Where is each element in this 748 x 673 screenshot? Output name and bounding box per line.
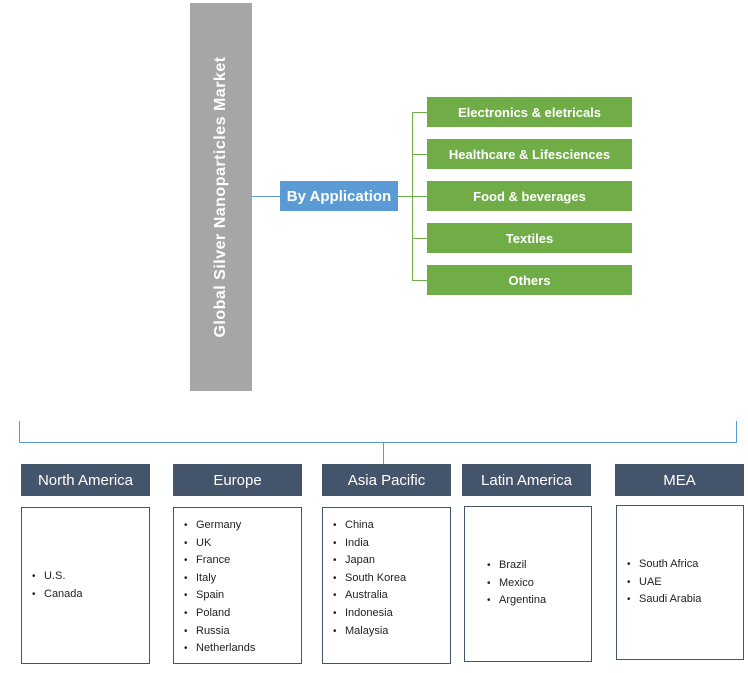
list-item: Brazil — [487, 557, 546, 575]
list-item: Argentina — [487, 592, 546, 610]
list-item: China — [333, 517, 406, 535]
country-list: Germany UK France Italy Spain Poland Rus… — [184, 517, 255, 658]
country-list: China India Japan South Korea Australia … — [333, 517, 406, 640]
list-item: Netherlands — [184, 640, 255, 658]
list-item: Malaysia — [333, 623, 406, 641]
application-item-healthcare: Healthcare & Lifesciences — [427, 139, 632, 169]
by-application-box: By Application — [280, 181, 398, 211]
list-item: Indonesia — [333, 605, 406, 623]
connector-item-2 — [412, 196, 427, 197]
connector-application-trunk — [398, 196, 413, 197]
list-item: UK — [184, 535, 255, 553]
list-item: Australia — [333, 587, 406, 605]
region-header-asia-pacific: Asia Pacific — [322, 464, 451, 496]
region-bracket-left — [19, 421, 20, 443]
market-title-bar: Global Silver Nanoparticles Market — [190, 3, 252, 391]
region-header-north-america: North America — [21, 464, 150, 496]
list-item: U.S. — [32, 568, 83, 586]
list-item: Russia — [184, 623, 255, 641]
list-item: Canada — [32, 586, 83, 604]
region-box-europe: Germany UK France Italy Spain Poland Rus… — [173, 507, 302, 664]
list-item: Mexico — [487, 575, 546, 593]
region-box-north-america: U.S. Canada — [21, 507, 150, 664]
region-bracket-line — [19, 442, 737, 443]
region-bracket-right — [736, 421, 737, 443]
connector-item-0 — [412, 112, 427, 113]
region-box-mea: South Africa UAE Saudi Arabia — [616, 505, 744, 660]
list-item: South Africa — [627, 556, 701, 574]
application-item-electronics: Electronics & eletricals — [427, 97, 632, 127]
region-box-asia-pacific: China India Japan South Korea Australia … — [322, 507, 451, 664]
list-item: Poland — [184, 605, 255, 623]
application-item-textiles: Textiles — [427, 223, 632, 253]
list-item: India — [333, 535, 406, 553]
list-item: UAE — [627, 574, 701, 592]
region-bracket-center — [383, 442, 384, 464]
country-list: U.S. Canada — [32, 568, 83, 603]
list-item: Italy — [184, 570, 255, 588]
connector-item-1 — [412, 154, 427, 155]
list-item: Saudi Arabia — [627, 591, 701, 609]
list-item: Spain — [184, 587, 255, 605]
connector-item-3 — [412, 238, 427, 239]
application-item-others: Others — [427, 265, 632, 295]
list-item: Germany — [184, 517, 255, 535]
application-item-food: Food & beverages — [427, 181, 632, 211]
list-item: Japan — [333, 552, 406, 570]
region-box-latin-america: Brazil Mexico Argentina — [464, 506, 592, 662]
region-header-europe: Europe — [173, 464, 302, 496]
connector-item-4 — [412, 280, 427, 281]
country-list: South Africa UAE Saudi Arabia — [627, 556, 701, 609]
list-item: France — [184, 552, 255, 570]
market-title: Global Silver Nanoparticles Market — [212, 56, 229, 338]
region-header-mea: MEA — [615, 464, 744, 496]
country-list: Brazil Mexico Argentina — [487, 557, 546, 610]
list-item: South Korea — [333, 570, 406, 588]
connector-title-application — [252, 196, 280, 197]
region-header-latin-america: Latin America — [462, 464, 591, 496]
